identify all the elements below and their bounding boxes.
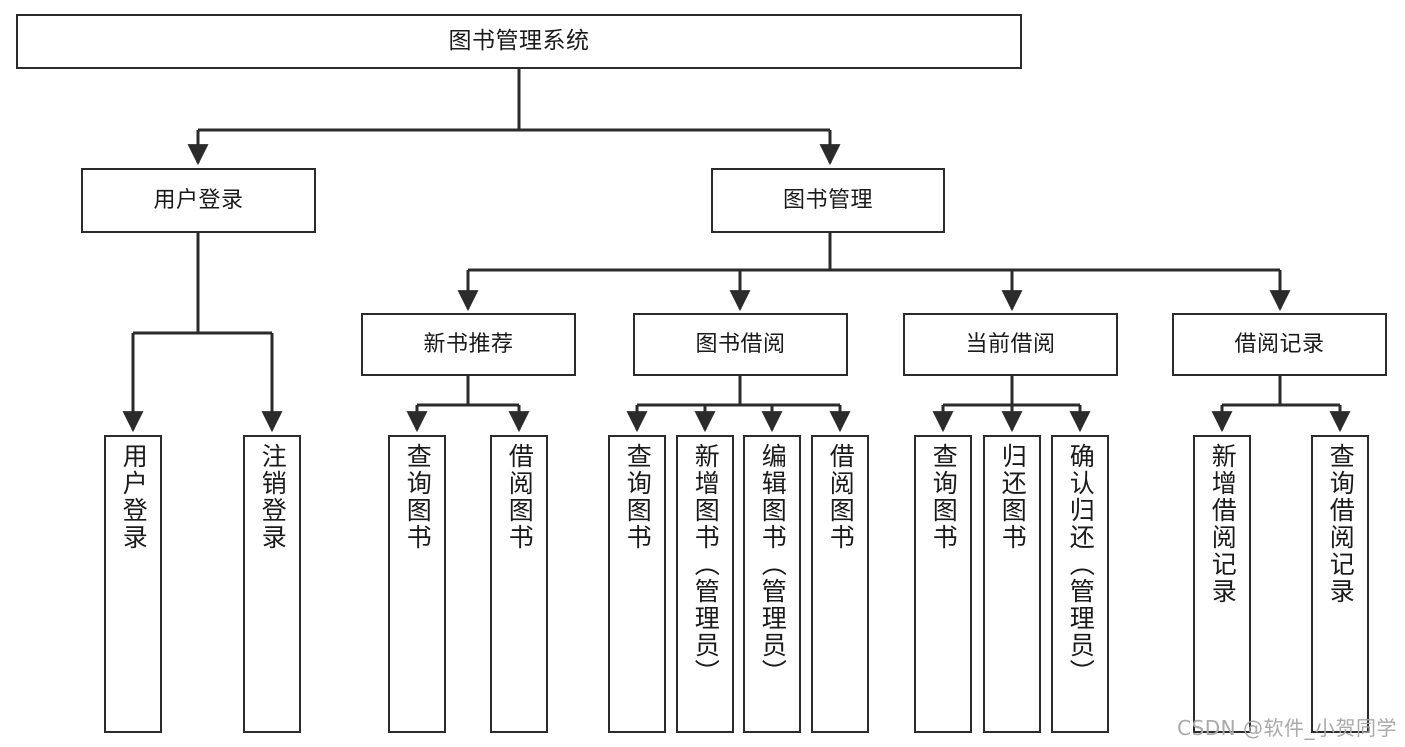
node-label: 图书借阅 [695, 331, 786, 357]
node-label: 注销登录 [258, 443, 288, 551]
node-leaf-logout-login[interactable]: 注销登录 [243, 435, 301, 733]
node-leaf-edit-book-admin[interactable]: 编辑图书（管理员） [743, 435, 801, 733]
node-label: 当前借阅 [965, 331, 1056, 357]
node-leaf-query-book-current[interactable]: 查询图书 [914, 435, 972, 733]
node-label: 用户登录 [153, 187, 244, 213]
node-label: 查询图书 [623, 443, 653, 551]
node-book-borrow[interactable]: 图书借阅 [633, 313, 848, 376]
node-label: 确认归还（管理员） [1066, 443, 1096, 686]
node-root-book-management-system[interactable]: 图书管理系统 [16, 14, 1022, 69]
node-label: 查询借阅记录 [1326, 443, 1356, 605]
node-label: 编辑图书（管理员） [758, 443, 788, 686]
node-leaf-borrow-book-recommend[interactable]: 借阅图书 [490, 435, 548, 733]
node-label: 新增借阅记录 [1208, 443, 1238, 605]
node-label: 查询图书 [403, 443, 433, 551]
node-label: 用户登录 [119, 443, 149, 551]
node-label: 借阅图书 [505, 443, 535, 551]
node-book-management[interactable]: 图书管理 [711, 168, 945, 233]
node-label: 借阅记录 [1234, 331, 1325, 357]
csdn-watermark: CSDN @软件_小贺同学 [1177, 716, 1397, 740]
node-leaf-add-borrow-record[interactable]: 新增借阅记录 [1193, 435, 1251, 733]
node-label: 借阅图书 [826, 443, 856, 551]
node-label: 归还图书 [998, 443, 1028, 551]
node-leaf-add-book-admin[interactable]: 新增图书（管理员） [676, 435, 734, 733]
node-user-login[interactable]: 用户登录 [81, 168, 316, 233]
node-leaf-confirm-return-admin[interactable]: 确认归还（管理员） [1051, 435, 1109, 733]
node-leaf-borrow-book[interactable]: 借阅图书 [811, 435, 869, 733]
node-new-book-recommend[interactable]: 新书推荐 [361, 313, 576, 376]
node-label: 图书管理 [782, 187, 873, 213]
node-label: 新增图书（管理员） [691, 443, 721, 686]
node-leaf-query-book-borrow[interactable]: 查询图书 [608, 435, 666, 733]
node-label: 新书推荐 [423, 331, 514, 357]
node-leaf-query-book-recommend[interactable]: 查询图书 [388, 435, 446, 733]
node-borrow-record[interactable]: 借阅记录 [1172, 313, 1387, 376]
node-label: 查询图书 [929, 443, 959, 551]
node-leaf-query-borrow-record[interactable]: 查询借阅记录 [1311, 435, 1369, 733]
node-current-borrow[interactable]: 当前借阅 [903, 313, 1118, 376]
node-label: 图书管理系统 [448, 27, 590, 54]
node-leaf-user-login[interactable]: 用户登录 [104, 435, 162, 733]
node-leaf-return-book[interactable]: 归还图书 [983, 435, 1041, 733]
